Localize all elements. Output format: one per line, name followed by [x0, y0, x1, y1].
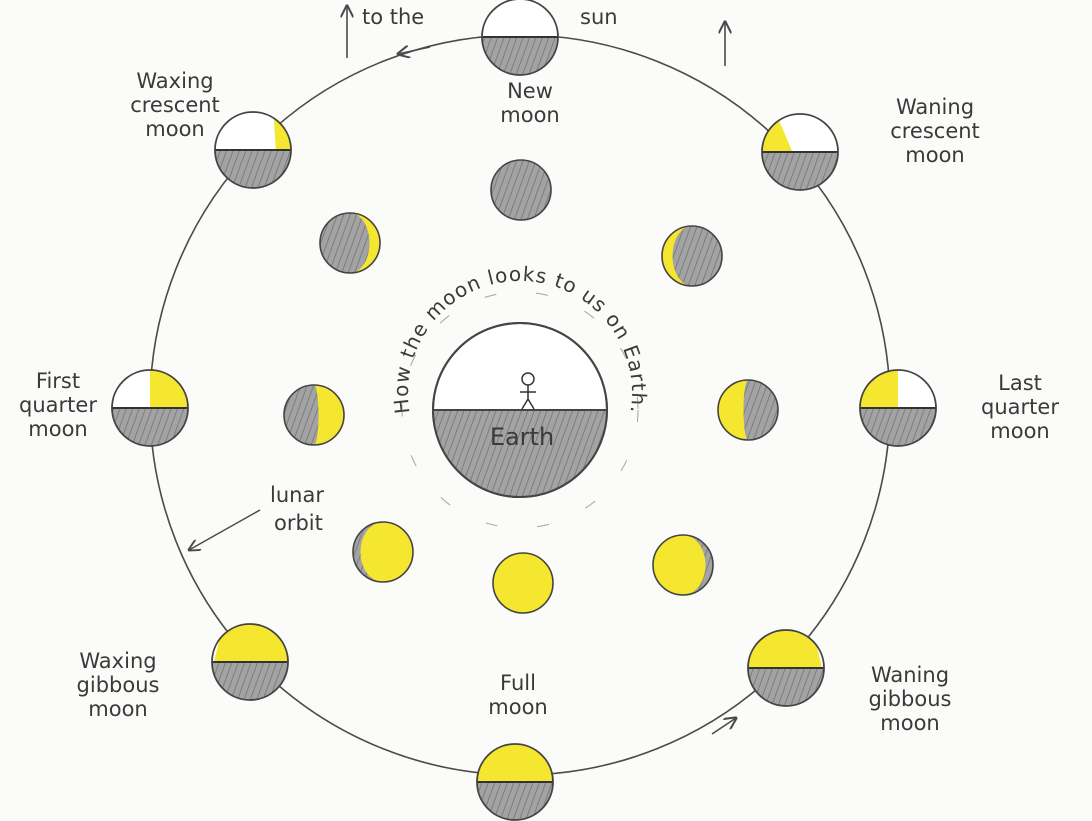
phase-label-line: moon — [88, 697, 147, 721]
lit-region — [360, 522, 413, 582]
lit-region — [748, 630, 823, 668]
lit-region — [477, 744, 553, 782]
earth: Earth — [432, 322, 608, 498]
earth-view-moons — [283, 159, 779, 614]
caption-ring — [401, 291, 639, 529]
lunar-orbit-label-line-1: lunar — [270, 483, 324, 507]
phase-label-line: quarter — [981, 395, 1059, 419]
lunar-orbit-pointer — [189, 509, 261, 550]
lit-region — [718, 380, 748, 440]
lunar-orbit-label-line-2: orbit — [274, 511, 323, 535]
shadow-half — [482, 37, 558, 75]
orbit-moon-last-quarter — [859, 369, 937, 447]
orbit-moon-waxing-crescent — [214, 111, 292, 189]
orbit-moon-waxing-gibbous — [211, 623, 289, 701]
view-moon-last-quarter — [717, 379, 779, 441]
orbit-moon-waning-crescent — [761, 113, 839, 191]
phase-label-line: crescent — [130, 93, 220, 117]
to-the-label: to the — [362, 5, 424, 29]
orbit-arrow-bottom — [711, 718, 736, 735]
lit-region — [314, 385, 344, 445]
shadow-half — [762, 152, 838, 190]
earth-label: Earth — [490, 423, 554, 451]
orbit-moon-full — [476, 743, 554, 821]
phase-label-line: crescent — [890, 119, 980, 143]
phase-label-line: Waning — [896, 95, 974, 119]
phase-label-line: Waxing — [79, 649, 156, 673]
shadow-half — [112, 408, 188, 446]
view-moon-first-quarter — [283, 384, 345, 446]
phase-label-line: moon — [488, 695, 547, 719]
lit-region — [213, 624, 288, 662]
phase-label-line: Waning — [871, 663, 949, 687]
phase-label-line: gibbous — [77, 673, 160, 697]
phase-label-line: Waxing — [136, 69, 213, 93]
shadow-half — [215, 150, 291, 188]
lit-region — [662, 226, 692, 286]
stick-figure-person — [520, 372, 536, 410]
view-moon-waxing-crescent — [319, 212, 381, 274]
phase-label-line: moon — [500, 103, 559, 127]
phase-label-line: moon — [905, 143, 964, 167]
view-moon-waning-crescent — [661, 225, 723, 287]
phase-label-line: moon — [880, 711, 939, 735]
lit-region — [493, 553, 553, 613]
view-moon-waxing-gibbous — [352, 521, 414, 583]
sun-label: sun — [580, 5, 618, 29]
orbit-moon-new — [481, 0, 559, 76]
phase-label-line: moon — [990, 419, 1049, 443]
phase-label-line: Last — [998, 371, 1042, 395]
phase-label-line: quarter — [19, 393, 97, 417]
orbit-moons — [111, 0, 937, 821]
shadow-half — [212, 662, 288, 700]
lit-region — [150, 370, 188, 408]
phase-label-line: First — [36, 369, 80, 393]
shadow-half — [860, 408, 936, 446]
lit-region — [860, 370, 898, 408]
shadow-half — [748, 668, 824, 706]
phase-label-line: moon — [28, 417, 87, 441]
orbit-moon-waning-gibbous — [747, 629, 825, 707]
view-moon-full — [492, 552, 554, 614]
phase-label-line: New — [507, 79, 553, 103]
phase-label-line: moon — [145, 117, 204, 141]
lit-region — [762, 120, 793, 152]
shadow-half — [477, 782, 553, 820]
orbit-moon-first-quarter — [111, 369, 189, 447]
phase-label-line: gibbous — [869, 687, 952, 711]
lit-region — [350, 213, 380, 273]
phase-label-line: Full — [500, 671, 536, 695]
lit-region — [653, 535, 706, 595]
lit-region — [273, 118, 291, 150]
view-moon-new — [490, 159, 552, 221]
view-moon-waning-gibbous — [652, 534, 714, 596]
orbit-arrow-top — [398, 47, 431, 54]
